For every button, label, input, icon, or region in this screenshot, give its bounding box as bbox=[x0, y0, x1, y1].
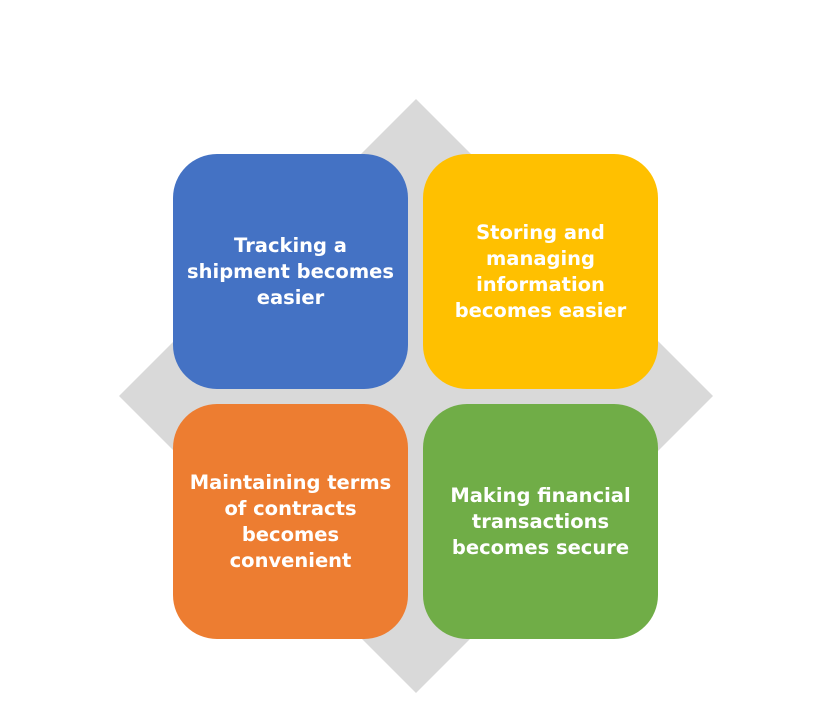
tile-financial-transactions-label: Making financial transactions becomes se… bbox=[450, 483, 631, 559]
tile-maintaining-contracts-label: Maintaining terms of contracts becomes c… bbox=[189, 470, 392, 572]
tile-storing-information: Storing and managing information becomes… bbox=[423, 154, 658, 389]
tile-financial-transactions: Making financial transactions becomes se… bbox=[423, 404, 658, 639]
tile-maintaining-contracts: Maintaining terms of contracts becomes c… bbox=[173, 404, 408, 639]
tile-tracking-shipment: Tracking a shipment becomes easier bbox=[173, 154, 408, 389]
tile-tracking-shipment-label: Tracking a shipment becomes easier bbox=[187, 233, 394, 309]
tile-storing-information-label: Storing and managing information becomes… bbox=[454, 220, 627, 322]
